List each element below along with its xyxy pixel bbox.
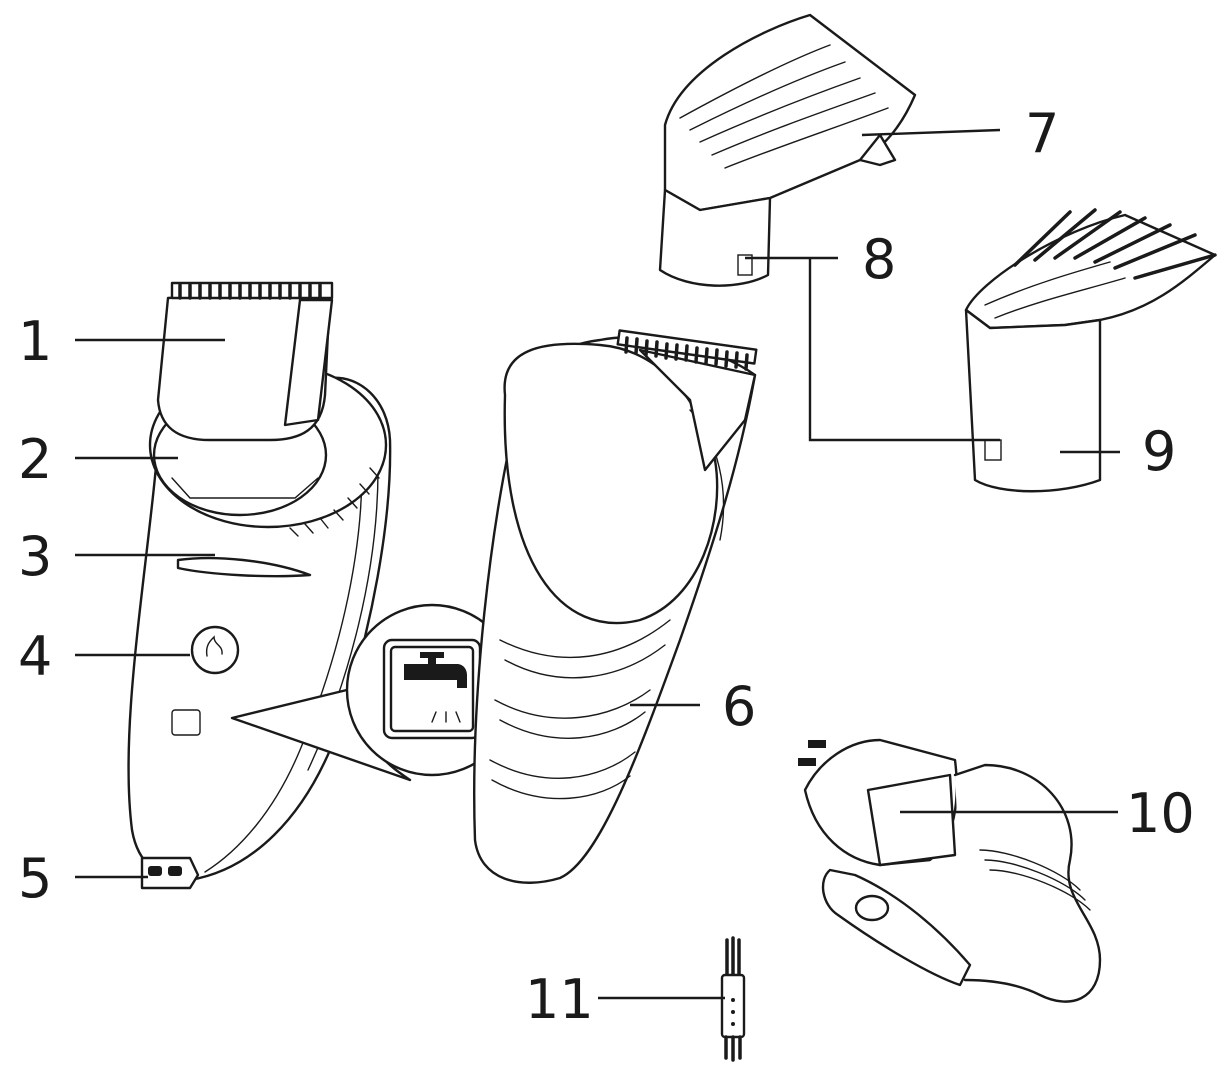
callout-4: 4 — [18, 625, 52, 688]
power-button[interactable] — [192, 627, 238, 673]
clipper-side-view — [474, 330, 756, 882]
callout-9: 9 — [1142, 420, 1176, 483]
callout-6: 6 — [722, 675, 756, 738]
clipper-front-view — [129, 283, 391, 888]
callout-8: 8 — [862, 228, 896, 291]
callout-1: 1 — [18, 310, 52, 373]
callout-5: 5 — [18, 847, 52, 910]
callout-2: 2 — [18, 428, 52, 491]
callout-11: 11 — [525, 968, 594, 1031]
callout-7: 7 — [1025, 102, 1059, 165]
power-adapter-10 — [798, 740, 1100, 1002]
callout-3: 3 — [18, 525, 52, 588]
comb-attachment-9 — [966, 210, 1215, 491]
cleaning-brush-11 — [722, 938, 744, 1060]
callout-10: 10 — [1126, 782, 1195, 845]
